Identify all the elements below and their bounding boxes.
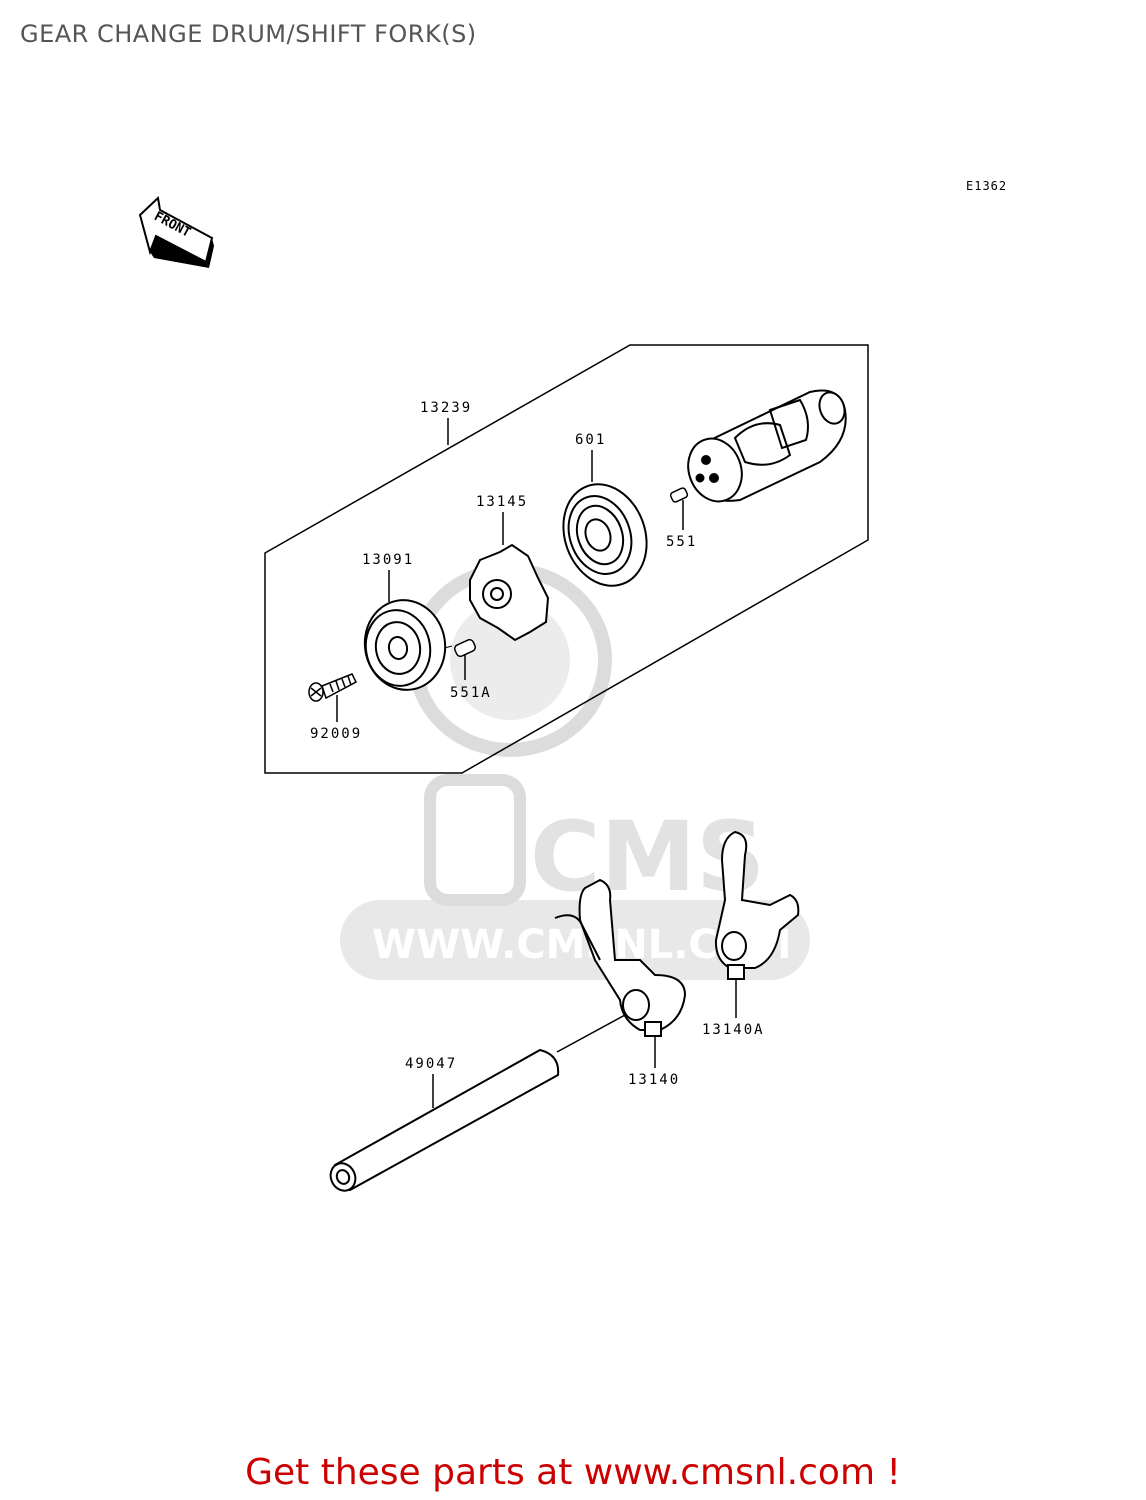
label-551: 551 (666, 534, 697, 550)
label-13145: 13145 (476, 494, 528, 510)
label-92009: 92009 (310, 726, 362, 742)
gear-change-drum (687, 389, 847, 503)
pin-551A (453, 638, 477, 658)
assembly-outline (264, 344, 869, 774)
cam-13091 (363, 599, 447, 691)
page-title: GEAR CHANGE DRUM/SHIFT FORK(S) (20, 20, 477, 48)
plate-13145 (469, 543, 550, 642)
label-13140: 13140 (628, 1072, 680, 1088)
cms-watermark: CMS WWW.CMSNL.COM (340, 563, 810, 980)
screw-92009 (308, 673, 357, 702)
cmsnl-parts-link[interactable]: Get these parts at www.cmsnl.com ! (245, 1452, 901, 1493)
label-13239: 13239 (420, 400, 472, 416)
label-551A: 551A (450, 685, 492, 701)
pin-551 (669, 487, 689, 503)
label-13091: 13091 (362, 552, 414, 568)
fork-13140A (714, 830, 800, 980)
front-arrow-icon: FRONT (138, 195, 214, 268)
diagram-code: E1362 (966, 179, 1007, 193)
label-49047: 49047 (405, 1056, 457, 1072)
label-13140A: 13140A (702, 1022, 765, 1038)
shaft-49047 (329, 1048, 560, 1192)
bearing-601 (562, 483, 648, 587)
label-601: 601 (575, 432, 606, 448)
fork-13140 (554, 878, 687, 1037)
